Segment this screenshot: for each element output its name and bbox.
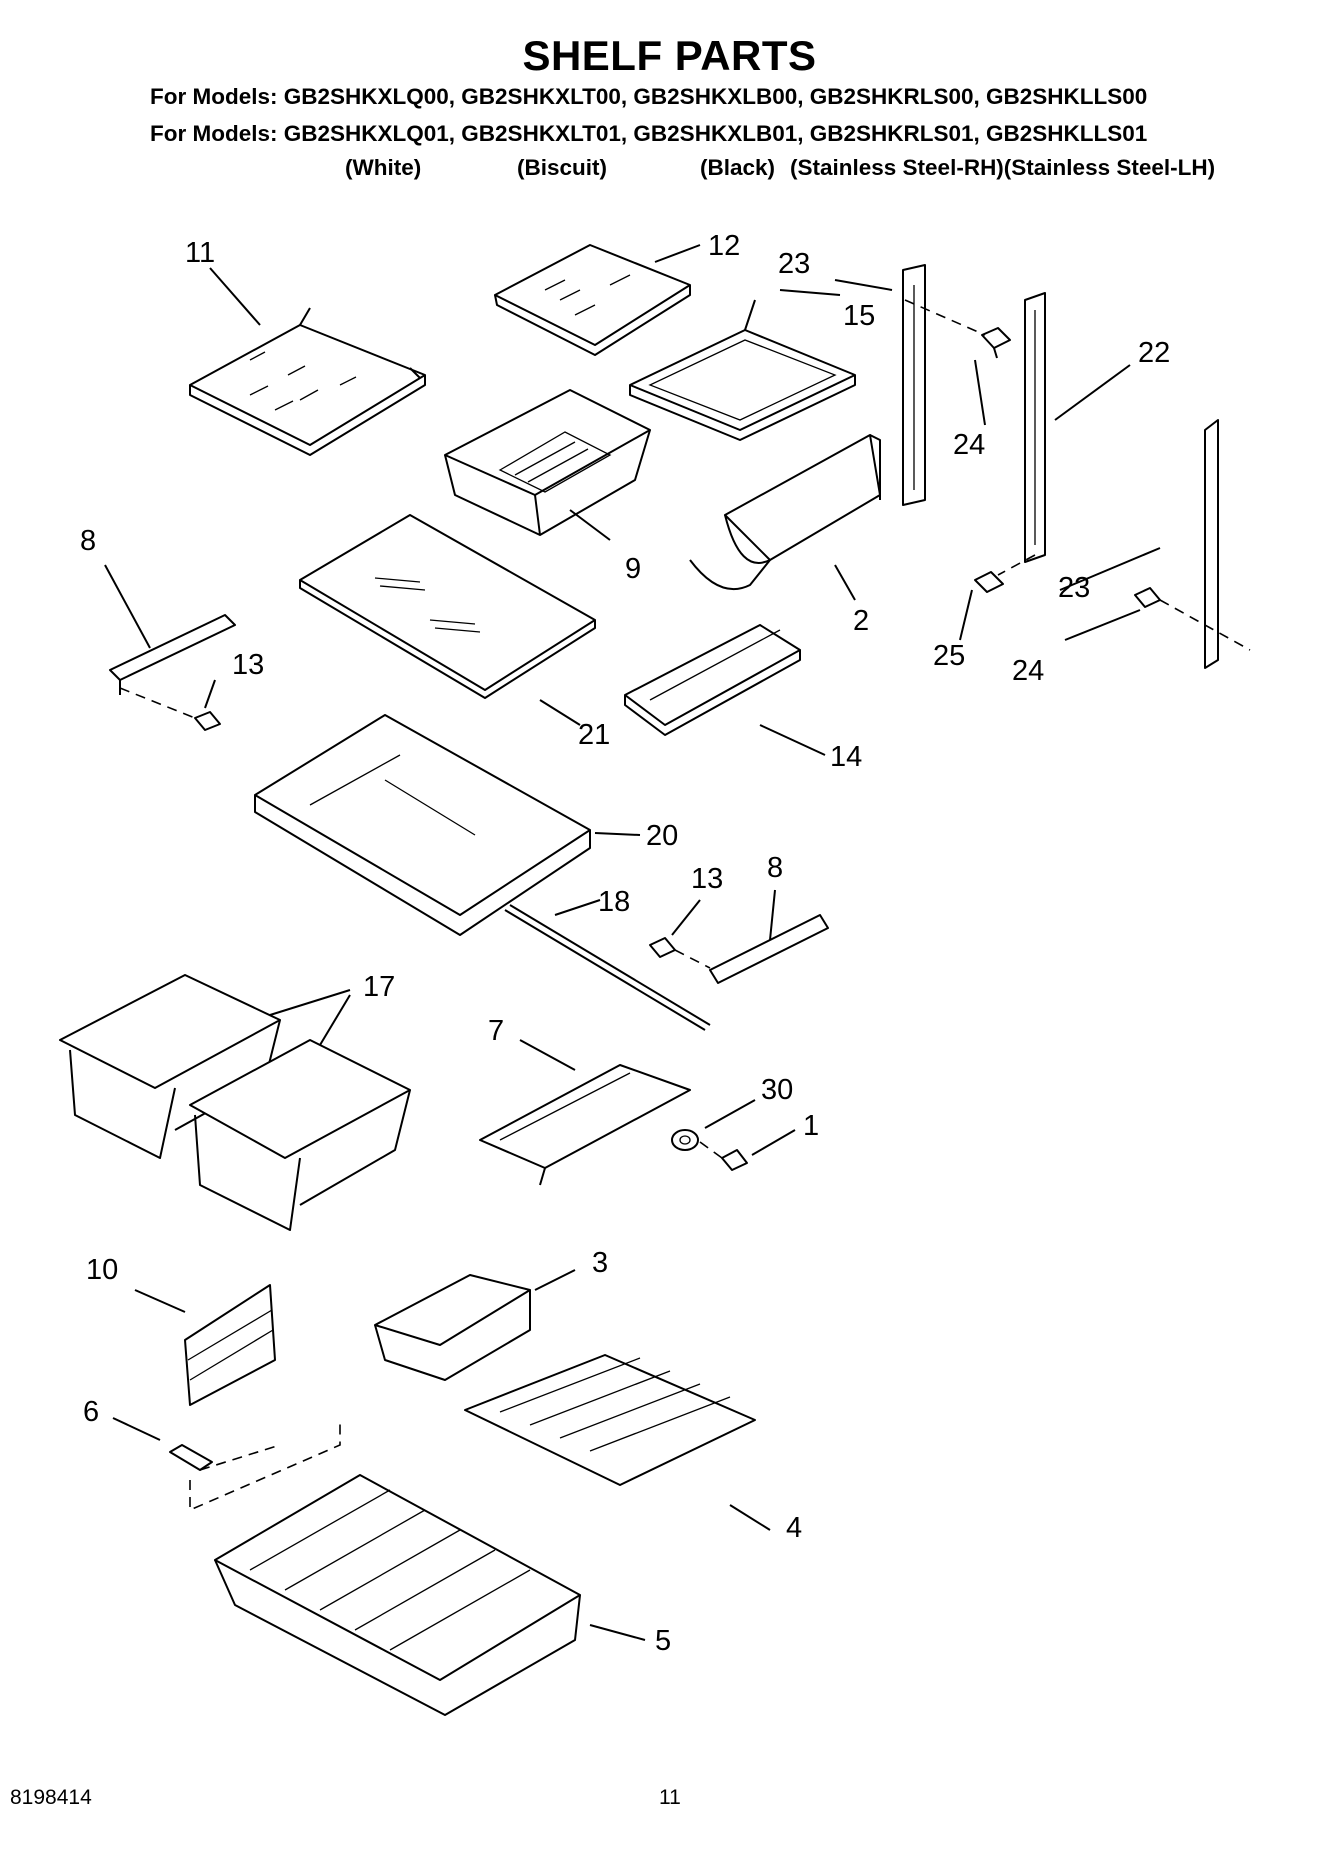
doc-number: 8198414 — [10, 1786, 92, 1809]
callout-24-b: 24 — [1012, 655, 1044, 687]
callout-4: 4 — [786, 1512, 802, 1544]
callout-7: 7 — [488, 1015, 504, 1047]
callout-6: 6 — [83, 1396, 99, 1428]
part-10-divider — [184, 1284, 276, 1406]
callout-17: 17 — [363, 971, 395, 1003]
part-24-screw-a — [981, 327, 1011, 359]
part-24-screw-b — [1134, 587, 1161, 608]
callout-numbers: 11 12 23 15 22 24 9 8 2 23 13 25 24 21 1… — [80, 230, 1170, 1657]
part-30-grommet — [671, 1129, 699, 1151]
callout-23-b: 23 — [1058, 572, 1090, 604]
part-23-rail-left — [902, 264, 926, 506]
callout-10: 10 — [86, 1254, 118, 1286]
models-line-2: For Models: GB2SHKXLQ01, GB2SHKXLT01, GB… — [150, 121, 1148, 146]
callout-13-b: 13 — [691, 863, 723, 895]
callout-15: 15 — [843, 300, 875, 332]
callout-2: 2 — [853, 605, 869, 637]
variant-biscuit: (Biscuit) — [517, 155, 607, 180]
callout-14: 14 — [830, 741, 862, 773]
variant-black: (Black) — [700, 155, 776, 180]
part-5-wire-basket — [214, 1474, 581, 1716]
callout-1: 1 — [803, 1110, 819, 1142]
callout-24-a: 24 — [953, 429, 985, 461]
callout-30: 30 — [761, 1074, 793, 1106]
part-23-rail-right — [1204, 419, 1219, 669]
callout-18: 18 — [598, 886, 630, 918]
part-8-bracket-right — [709, 914, 829, 984]
page-number: 11 — [659, 1786, 681, 1809]
leader-lines — [104, 244, 1251, 1641]
callout-20: 20 — [646, 820, 678, 852]
callout-23-a: 23 — [778, 248, 810, 280]
part-6-pin — [169, 1444, 213, 1471]
callout-13-a: 13 — [232, 649, 264, 681]
variant-white: (White) — [345, 155, 422, 180]
part-21-glass-shelf — [299, 514, 596, 699]
callout-21: 21 — [578, 719, 610, 751]
part-2-cover — [689, 434, 881, 590]
part-17-bin-right — [189, 1039, 411, 1231]
part-25-screw — [974, 571, 1004, 593]
part-15-shelf — [629, 299, 856, 441]
models-line-1: For Models: GB2SHKXLQ00, GB2SHKXLT00, GB… — [150, 84, 1148, 109]
page-title: SHELF PARTS — [522, 32, 817, 79]
part-18-rod — [504, 904, 711, 1031]
part-4-wire-shelf — [464, 1354, 756, 1486]
part-7-ramp — [479, 1064, 691, 1186]
part-3-bin — [374, 1274, 531, 1381]
part-14-ice-tray — [624, 624, 801, 736]
callout-22: 22 — [1138, 337, 1170, 369]
part-13-screw-left — [194, 711, 221, 731]
part-9-pan — [444, 389, 651, 536]
part-12-shelf — [494, 244, 691, 356]
callout-25: 25 — [933, 640, 965, 672]
part-13-screw-right — [649, 937, 676, 958]
callout-3: 3 — [592, 1247, 608, 1279]
variant-stainless: (Stainless Steel-RH)(Stainless Steel-LH) — [790, 155, 1216, 180]
callout-9: 9 — [625, 553, 641, 585]
callout-5: 5 — [655, 1625, 671, 1657]
callout-12: 12 — [708, 230, 740, 262]
part-1-screw — [721, 1149, 748, 1171]
callout-8-a: 8 — [80, 525, 96, 557]
part-20-drawer-frame — [254, 714, 591, 936]
callout-11: 11 — [185, 237, 215, 269]
part-8-bracket-left — [109, 614, 236, 695]
part-11-freezer-shelf — [189, 307, 426, 456]
part-22-rail — [1024, 292, 1046, 563]
callout-8-b: 8 — [767, 852, 783, 884]
